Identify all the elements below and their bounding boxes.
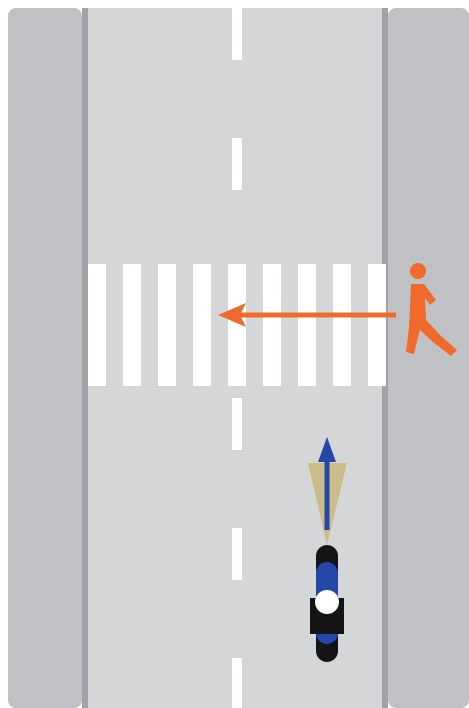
crosswalk-stripe: [333, 264, 351, 386]
crosswalk-stripe: [193, 264, 211, 386]
rider-helmet: [315, 590, 339, 614]
lane-dash: [232, 658, 242, 708]
crosswalk-stripe: [123, 264, 141, 386]
pedestrian-head: [410, 263, 426, 279]
left-sidewalk: [8, 8, 82, 708]
crosswalk-stripe: [158, 264, 176, 386]
crosswalk-stripe: [88, 264, 106, 386]
lane-dash: [232, 138, 242, 190]
right-sidewalk: [388, 8, 469, 708]
crosswalk-stripe: [263, 264, 281, 386]
lane-dash: [232, 8, 242, 60]
left-curb: [82, 8, 88, 708]
crosswalk-stripe: [368, 264, 386, 386]
crosswalk-stripe: [298, 264, 316, 386]
lane-dash: [232, 398, 242, 450]
lane-dash: [232, 528, 242, 580]
pedestrian-crosswalk: [88, 264, 386, 386]
